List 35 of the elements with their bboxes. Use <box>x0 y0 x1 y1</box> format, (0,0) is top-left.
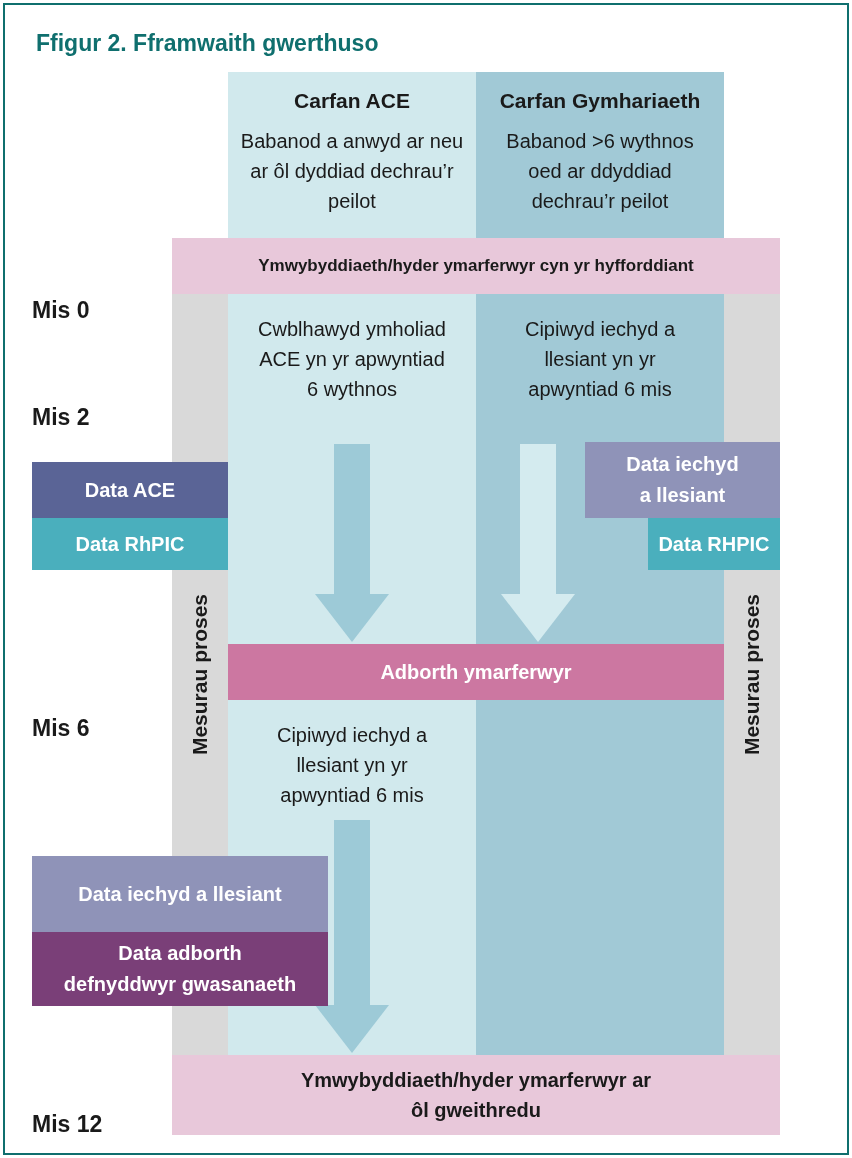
month-label: Mis 12 <box>32 1110 103 1139</box>
node-label: Data iechyd a llesiant <box>77 881 283 907</box>
node-label: Cipiwyd iechyd a llesiant yn yr apwyntiad 6 mis <box>275 723 429 808</box>
node-label: Data ACE <box>83 477 177 503</box>
data-box <box>32 932 328 1006</box>
data-box <box>32 856 328 932</box>
side-band-label: Mesurau proses <box>739 593 765 756</box>
column-description: Babanod >6 wythnos oed ar ddyddiad dechrau’r peilot <box>505 129 695 214</box>
block-arrow <box>315 820 389 1053</box>
data-box <box>32 518 228 570</box>
side-band-label: Mesurau proses <box>187 593 213 756</box>
column-description: Babanod a anwyd ar neu ar ôl dyddiad dechrau’r peilot <box>239 129 465 214</box>
month-label: Mis 6 <box>32 714 90 743</box>
month-label: Mis 2 <box>32 403 90 432</box>
stage-band <box>172 238 780 294</box>
node-label: Data adborth defnyddwyr gwasanaeth <box>62 941 298 997</box>
figure-title: Ffigur 2. Fframwaith gwerthuso <box>36 29 379 58</box>
node-label: Data iechyd a llesiant <box>625 452 740 508</box>
data-box <box>648 518 780 570</box>
column-heading: Carfan Gymhariaeth <box>499 88 701 114</box>
node-label: Cipiwyd iechyd a llesiant yn yr apwyntiad 6 mis <box>523 317 677 402</box>
month-label: Mis 0 <box>32 296 90 325</box>
block-arrow <box>315 444 389 642</box>
node-label: Data RHPIC <box>658 532 770 557</box>
node-label: Ymwybyddiaeth/hyder ymarferwyr ar ôl gweithredu <box>299 1068 653 1123</box>
data-box <box>32 462 228 518</box>
column-heading: Carfan ACE <box>294 88 410 114</box>
feedback-band <box>228 644 724 700</box>
stage-band <box>172 1055 780 1135</box>
node-label: Data RhPIC <box>74 531 186 557</box>
node-label: Ymwybyddiaeth/hyder ymarferwyr cyn yr hyfforddiant <box>258 255 694 278</box>
data-box <box>585 442 780 518</box>
block-arrow <box>501 444 575 642</box>
node-label: Cwblhawyd ymholiad ACE yn yr apwyntiad 6 wythnos <box>257 317 447 402</box>
node-label: Adborth ymarferwyr <box>379 659 573 685</box>
